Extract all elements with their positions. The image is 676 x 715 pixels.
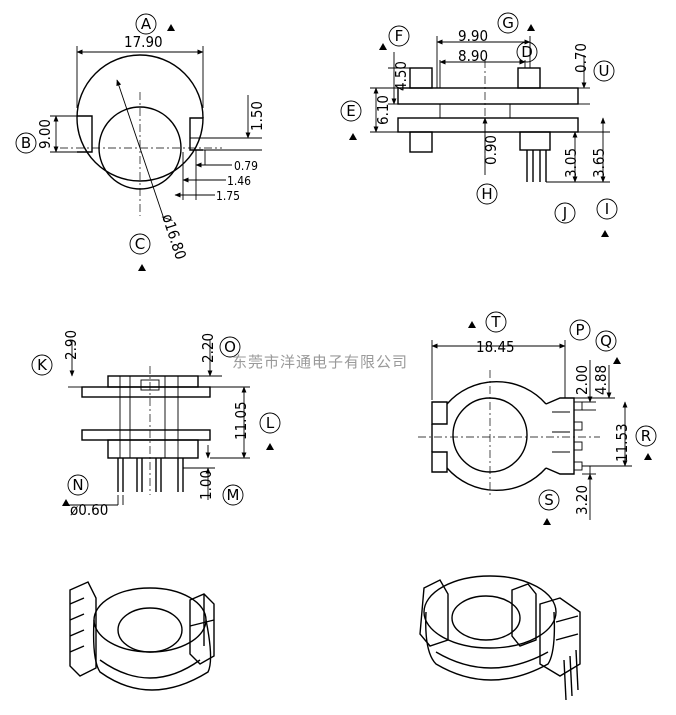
label-a: A [135, 13, 175, 35]
svg-text:F: F [395, 27, 404, 45]
top-view-left-notch [77, 115, 93, 153]
dim-front-11-05: 11.05 [232, 401, 250, 440]
label-b: B [15, 132, 37, 154]
label-s: S [538, 489, 560, 525]
svg-text:S: S [544, 491, 554, 509]
dim-side-0-70: 0.70 [572, 43, 590, 73]
svg-text:D: D [521, 43, 533, 61]
svg-text:B: B [21, 134, 31, 152]
dim-front-1-00: 1.00 [197, 470, 215, 500]
svg-text:C: C [135, 235, 145, 253]
svg-text:H: H [481, 185, 492, 203]
label-e: E [340, 100, 362, 140]
watermark-text: 东莞市洋通电子有限公司 [232, 353, 408, 371]
label-h: H [476, 183, 498, 205]
svg-text:U: U [599, 62, 610, 80]
svg-text:P: P [575, 321, 584, 339]
dim-side-4-50: 4.50 [392, 61, 410, 91]
svg-text:O: O [224, 338, 236, 356]
dim-side-3-65: 3.65 [590, 148, 608, 178]
side-view-top-flange [397, 87, 579, 105]
dim-top-diameter: ø16.80 [158, 212, 190, 262]
isometric-view-right [419, 575, 581, 701]
label-m: M [222, 484, 244, 506]
svg-text:E: E [346, 102, 355, 120]
label-j: J [554, 202, 576, 224]
label-i: I [596, 198, 618, 237]
side-view-bottom-flange [397, 117, 579, 133]
label-t: T [468, 311, 507, 333]
dim-top-1-50: 1.50 [248, 101, 266, 131]
svg-text:Q: Q [600, 332, 612, 350]
label-p: P [569, 319, 591, 341]
svg-text:K: K [37, 356, 48, 374]
dim-front-2-20: 2.20 [199, 333, 217, 363]
label-o: O [219, 336, 241, 358]
dim-bottom-3-20: 3.20 [573, 485, 591, 515]
label-r: R [635, 425, 657, 460]
side-view: 9.90 8.90 4.50 6.10 0.70 0.90 3.05 3.65 … [340, 12, 618, 237]
svg-text:M: M [227, 486, 240, 504]
svg-text:I: I [605, 200, 609, 218]
label-k: K [31, 354, 53, 376]
svg-text:J: J [562, 204, 567, 222]
dim-front-2-90: 2.90 [62, 330, 80, 360]
label-c: C [129, 233, 151, 271]
label-l: L [259, 412, 281, 450]
dim-top-1-75: 1.75 [216, 189, 240, 203]
dim-side-6-10: 6.10 [374, 95, 392, 125]
top-view: 17.90 9.00 1.50 0.79 1.46 1.75 ø16.80 A … [15, 13, 266, 271]
svg-text:R: R [641, 427, 651, 445]
dim-bottom-4-88: 4.88 [592, 365, 610, 395]
top-view-outline [76, 117, 204, 182]
dim-bottom-18-45: 18.45 [476, 338, 515, 356]
svg-text:G: G [502, 14, 514, 32]
bottom-view: 18.45 2.00 4.88 11.53 3.20 T P Q R [418, 311, 657, 525]
label-g: G [497, 12, 535, 34]
front-view-top-flange [81, 386, 211, 398]
svg-text:A: A [141, 15, 152, 33]
dim-top-1-46: 1.46 [227, 174, 251, 188]
front-view-bottom-flange [81, 429, 211, 441]
svg-text:L: L [266, 414, 275, 432]
dim-bottom-2-00: 2.00 [573, 365, 591, 395]
label-n: N [62, 474, 89, 506]
dim-side-9-90: 9.90 [458, 27, 488, 45]
label-u: U [593, 60, 615, 82]
dim-bottom-11-53: 11.53 [613, 423, 631, 462]
svg-text:N: N [72, 476, 83, 494]
dim-front-pin-dia: ø0.60 [70, 501, 108, 519]
dim-top-notch: 9.00 [36, 119, 54, 149]
svg-text:T: T [490, 313, 501, 331]
label-f: F [379, 25, 410, 50]
dim-top-0-79: 0.79 [234, 159, 258, 173]
dim-side-0-90: 0.90 [482, 135, 500, 165]
dim-side-8-90: 8.90 [458, 47, 488, 65]
label-d: D [516, 41, 538, 63]
label-q: Q [595, 330, 621, 364]
isometric-view-left [69, 581, 215, 691]
dim-top-width: 17.90 [124, 33, 163, 51]
dim-side-3-05: 3.05 [562, 148, 580, 178]
front-view: 2.90 2.20 11.05 1.00 ø0.60 K O L N [31, 330, 281, 519]
